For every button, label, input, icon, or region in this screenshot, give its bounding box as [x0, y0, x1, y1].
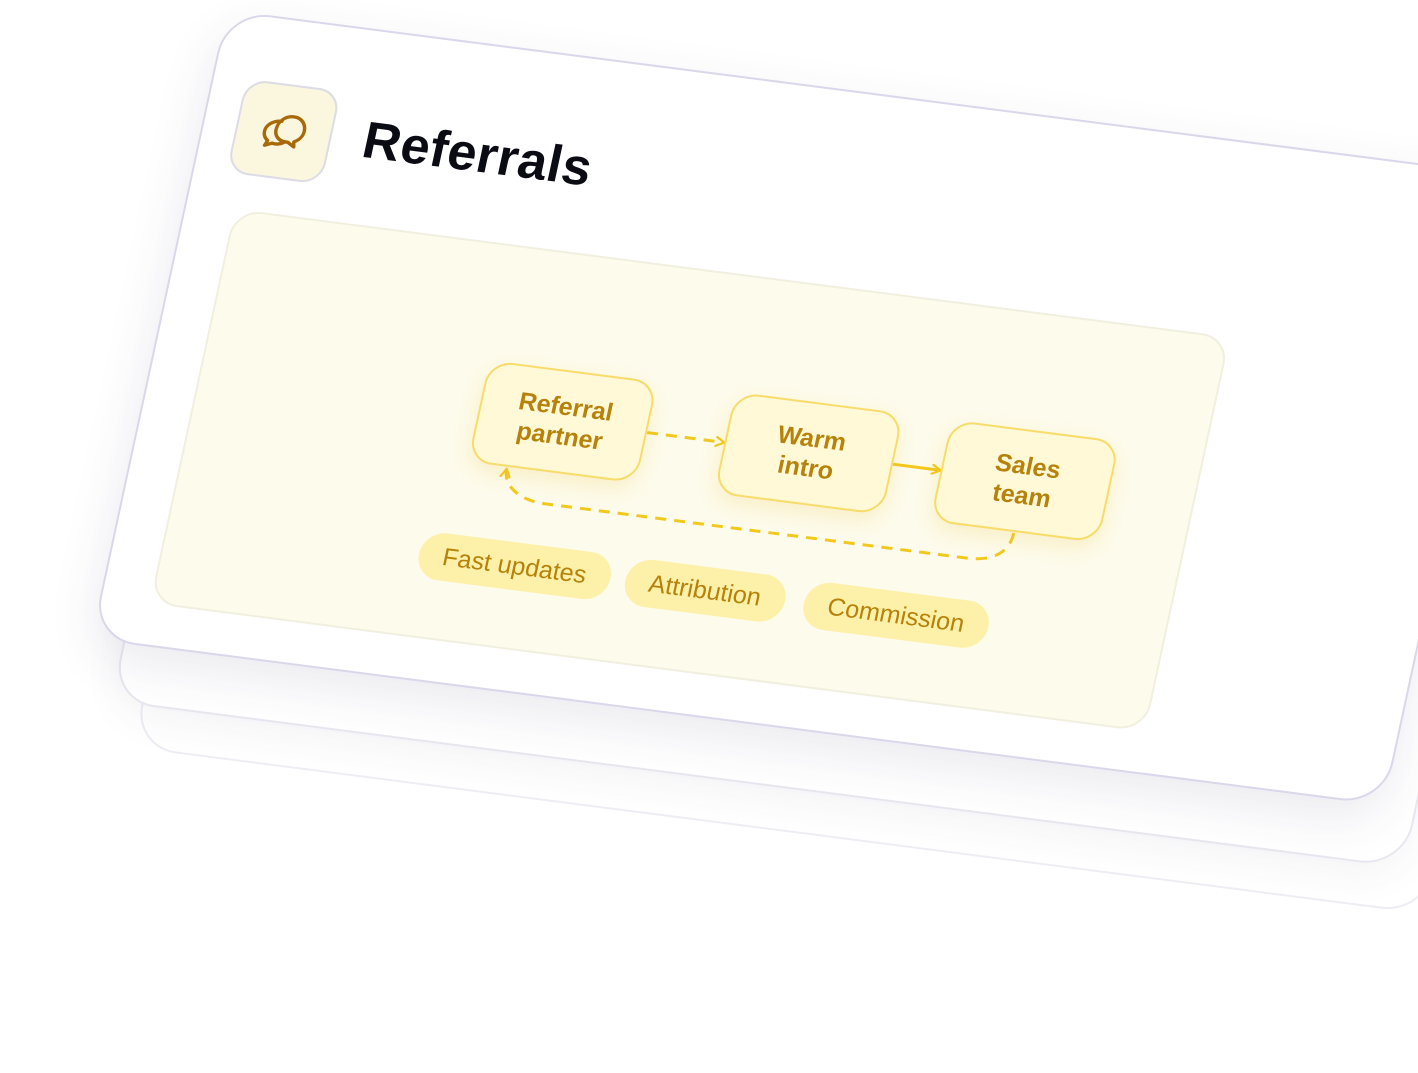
card-title: Referrals [357, 111, 598, 198]
speech-bubbles-icon [252, 100, 316, 162]
node-referral-partner: Referral partner [467, 360, 658, 484]
node-sales-team-label: Sales team [989, 448, 1064, 514]
flow-connectors [152, 431, 1016, 561]
node-warm-intro: Warm intro [713, 391, 904, 516]
referrals-card: Referrals Referral partner Warm intro Sa [90, 9, 1418, 806]
node-referral-partner-label: Referral partner [513, 387, 616, 456]
edge-referral-partner-to-warm-intro [646, 431, 724, 443]
edge-warm-intro-to-sales-team [892, 462, 941, 470]
node-sales-team: Sales team [929, 419, 1121, 543]
card-icon-tile [226, 78, 342, 185]
referral-flow-panel: Referral partner Warm intro Sales team F… [149, 208, 1231, 732]
node-warm-intro-label: Warm intro [774, 420, 849, 486]
edge-sales-team-to-referral-partner [500, 468, 1016, 561]
